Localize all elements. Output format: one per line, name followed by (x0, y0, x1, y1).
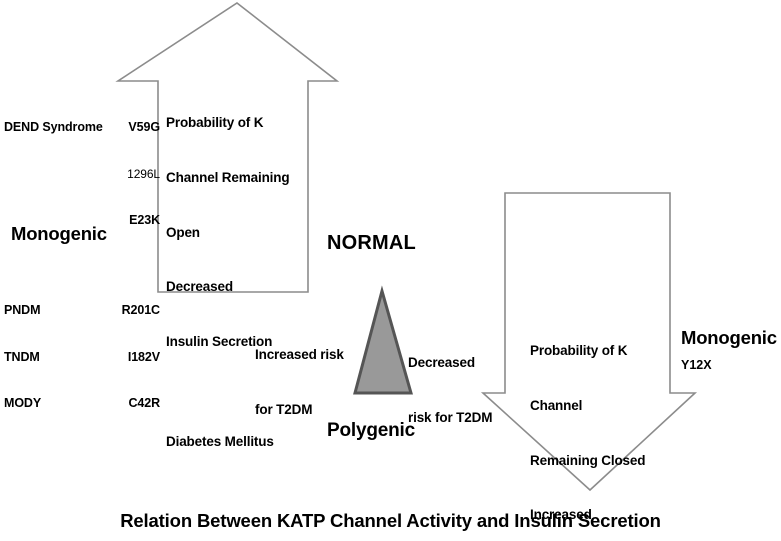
variant-i182v: I182V (127, 349, 160, 364)
annotation-increased-risk: Increased risk for T2DM (255, 310, 344, 456)
monogenic-variant-list: V59G 1296L E23K R201C I182V C42R (96, 90, 161, 443)
disease-row-tndm: TNDM (4, 349, 40, 364)
figure-caption: Relation Between KATP Channel Activity a… (120, 510, 661, 531)
down-arrow-shape (480, 192, 698, 492)
annotation-decreased-risk: Decreased risk for T2DM (408, 318, 492, 464)
label-normal: NORMAL (327, 232, 416, 254)
monogenic-disease-list: DEND Syndrome PNDM TNDM MODY (4, 90, 103, 443)
up-desc-outcome: Diabetes Mellitus (166, 433, 274, 449)
variant-list-spacer (96, 260, 160, 273)
variant-r201c: R201C (121, 302, 161, 317)
down-desc-line-1: Probability of K (530, 343, 628, 359)
down-desc-line-4: Increased (530, 507, 592, 523)
up-desc-line-2: Channel Remaining (166, 170, 290, 186)
disease-row-blank-1 (4, 167, 103, 184)
disease-row-dend: DEND Syndrome (4, 119, 103, 134)
variant-1296l: 1296L (127, 166, 160, 181)
disease-row-pndm: PNDM (4, 302, 41, 317)
down-desc-line-2: Channel (530, 398, 583, 414)
down-arrow-description: Probability of K Channel Remaining Close… (530, 306, 646, 541)
polygenic-triangle (353, 285, 413, 395)
increased-risk-line-1: Increased risk (255, 347, 344, 363)
variant-v59g: V59G (128, 119, 160, 134)
up-desc-line-1: Probability of K (166, 115, 264, 131)
up-arrow-description: Probability of K Channel Remaining Open … (166, 78, 290, 487)
decreased-risk-line-2: risk for T2DM (408, 410, 493, 426)
disease-list-spacer (4, 260, 103, 273)
label-polygenic: Polygenic (327, 420, 415, 441)
up-desc-line-3: Open (166, 224, 200, 240)
variant-y12x: Y12X (681, 358, 712, 372)
disease-row-mody: MODY (4, 396, 42, 411)
up-desc-line-4: Decreased (166, 279, 233, 295)
up-arrow-shape (115, 2, 340, 293)
label-monogenic-right: Monogenic (681, 327, 777, 348)
variant-c42r: C42R (128, 396, 160, 411)
variant-e23k: E23K (129, 213, 160, 228)
decreased-risk-line-1: Decreased (408, 355, 475, 371)
increased-risk-line-2: for T2DM (255, 402, 313, 418)
down-desc-line-3: Remaining Closed (530, 452, 646, 468)
label-monogenic-left: Monogenic (11, 223, 107, 244)
up-desc-line-5: Insulin Secretion (166, 333, 273, 349)
